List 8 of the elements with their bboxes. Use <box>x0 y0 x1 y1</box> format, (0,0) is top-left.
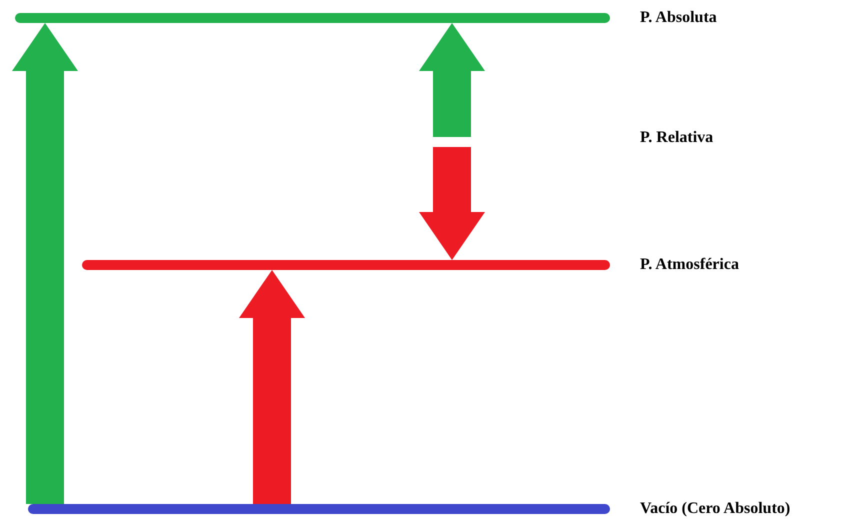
arrow <box>419 147 485 260</box>
arrow <box>12 23 78 504</box>
pressure-label: P. Relativa <box>640 128 714 148</box>
arrow <box>419 23 485 137</box>
level-label: P. Absoluta <box>640 8 717 28</box>
level-label: Vacío (Cero Absoluto) <box>640 499 790 519</box>
level-label: P. Atmosférica <box>640 255 739 275</box>
arrow <box>239 270 305 504</box>
